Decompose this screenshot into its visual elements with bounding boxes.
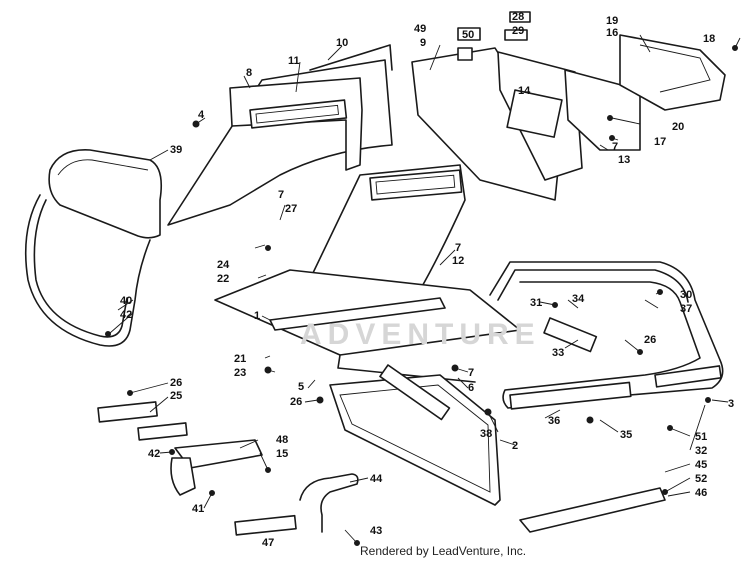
left-side-panel	[167, 44, 393, 226]
callout-28: 28	[512, 11, 524, 23]
callout-42b: 42	[148, 448, 160, 460]
callout-22: 22	[217, 273, 229, 285]
callout-37: 37	[680, 303, 692, 315]
callout-29: 29	[512, 25, 524, 37]
callout-9: 9	[420, 37, 426, 49]
callout-24: 24	[217, 259, 230, 271]
callout-48: 48	[276, 434, 288, 446]
callout-10: 10	[336, 37, 348, 49]
right-frame	[489, 261, 724, 410]
callout-6: 6	[468, 382, 474, 394]
callout-49: 49	[414, 23, 426, 35]
watermark: ADVENTURE	[300, 318, 541, 351]
seat-back-assembly	[24, 149, 163, 347]
callout-2: 2	[512, 440, 518, 452]
callout-45: 45	[695, 459, 707, 471]
callout-7b: 7	[455, 242, 461, 254]
callout-7a: 7	[278, 189, 284, 201]
callout-46: 46	[695, 487, 707, 499]
callout-3: 3	[728, 398, 734, 410]
callout-34: 34	[572, 293, 585, 305]
callout-7d: 7	[468, 367, 474, 379]
callout-21: 21	[234, 353, 246, 365]
fasteners	[105, 45, 738, 546]
callout-5: 5	[298, 381, 304, 393]
callout-27: 27	[285, 203, 297, 215]
callout-20: 20	[672, 121, 684, 133]
callout-36: 36	[548, 415, 560, 427]
callout-38: 38	[480, 428, 492, 440]
callout-47: 47	[262, 537, 274, 549]
callout-40: 40	[120, 295, 132, 307]
callout-25: 25	[170, 390, 182, 402]
callout-14: 14	[518, 85, 531, 97]
callout-4: 4	[198, 109, 205, 121]
tailgate	[329, 364, 501, 506]
callout-8: 8	[246, 67, 252, 79]
callout-11: 11	[288, 55, 300, 67]
callout-50: 50	[462, 29, 474, 41]
callout-31: 31	[530, 297, 542, 309]
callout-43: 43	[370, 525, 382, 537]
callout-52: 52	[695, 473, 707, 485]
callout-12: 12	[452, 255, 464, 267]
callout-51: 51	[695, 431, 707, 443]
callout-30: 30	[680, 289, 692, 301]
callout-44: 44	[370, 473, 383, 485]
callout-1: 1	[254, 310, 260, 322]
callout-39: 39	[170, 144, 182, 156]
callout-17: 17	[654, 136, 666, 148]
callout-35: 35	[620, 429, 632, 441]
callout-19: 19	[606, 15, 618, 27]
callout-labels: 1 2 3 4 5 6 7 7 7 7 8 9 10 11 12 13 14 1…	[120, 11, 734, 549]
callout-42a: 42	[120, 309, 132, 321]
floor-panel	[214, 269, 521, 383]
callout-26a: 26	[170, 377, 182, 389]
callout-23: 23	[234, 367, 246, 379]
gusset-plate	[519, 487, 666, 533]
rear-panel-assembly	[411, 11, 726, 201]
callout-41: 41	[192, 503, 204, 515]
callout-15: 15	[276, 448, 288, 460]
leader-lines	[109, 34, 741, 544]
callout-26b: 26	[290, 396, 302, 408]
hinge-parts	[97, 401, 263, 496]
callout-13: 13	[618, 154, 630, 166]
callout-32: 32	[695, 445, 707, 457]
callout-7c: 7	[612, 141, 618, 153]
tailgate-handle	[299, 473, 359, 533]
callout-16: 16	[606, 27, 618, 39]
credit-text: Rendered by LeadVenture, Inc.	[360, 544, 527, 558]
bar-part	[234, 514, 297, 536]
callout-26c: 26	[644, 334, 656, 346]
callout-18: 18	[703, 33, 715, 45]
callout-33: 33	[552, 347, 564, 359]
